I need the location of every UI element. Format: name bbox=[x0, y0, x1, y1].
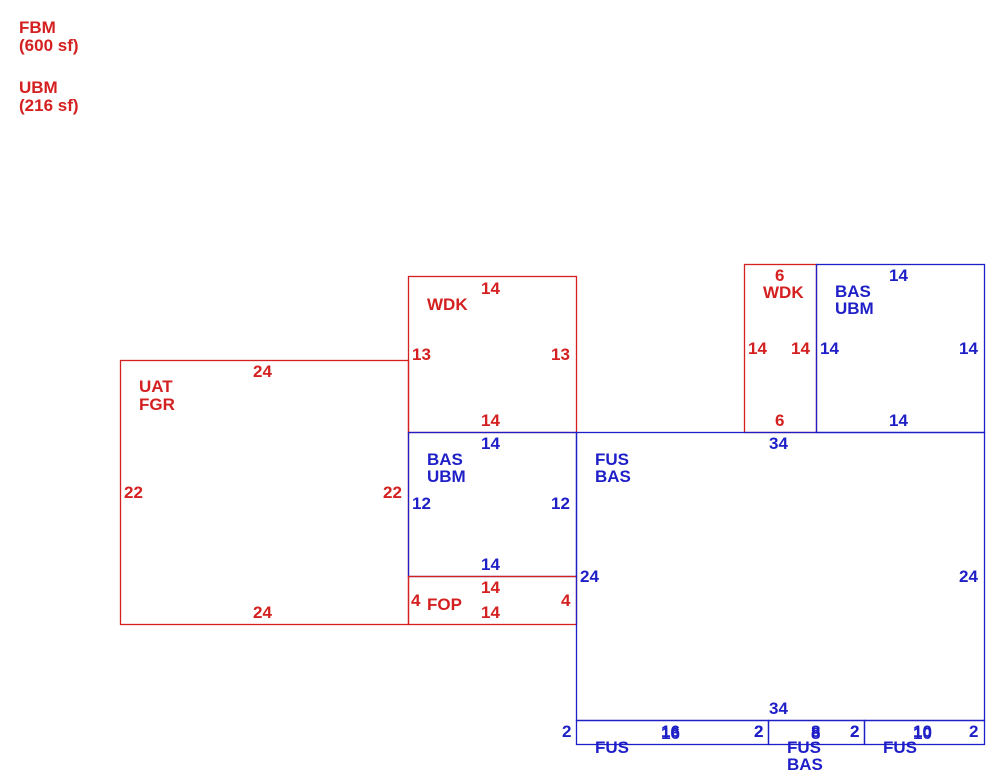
area-label: WDK bbox=[763, 283, 804, 302]
dimension-bottom: 14 bbox=[481, 411, 500, 430]
area-legend: FBM (600 sf) UBM (216 sf) bbox=[19, 18, 79, 115]
area-label: FUS bbox=[787, 738, 821, 757]
area-label: FOP bbox=[427, 595, 462, 614]
area-label: FUS bbox=[883, 738, 917, 757]
dimension-right: 2 bbox=[850, 722, 859, 741]
dimension-left: 13 bbox=[412, 345, 431, 364]
dimension-left: 2 bbox=[754, 722, 763, 741]
dimension-right: 13 bbox=[551, 345, 570, 364]
dimension-right: 2 bbox=[754, 722, 763, 741]
dimension-left: 2 bbox=[562, 722, 571, 741]
dimension-left: 24 bbox=[580, 567, 599, 586]
dimension-top: 14 bbox=[889, 266, 908, 285]
dimension-bottom: 8 bbox=[811, 724, 820, 743]
area-label: FGR bbox=[139, 395, 175, 414]
dimension-top: 14 bbox=[481, 578, 500, 597]
area-label: UAT bbox=[139, 377, 173, 396]
dimension-top: 24 bbox=[253, 362, 272, 381]
dimension-bottom: 14 bbox=[481, 555, 500, 574]
dimension-left: 22 bbox=[124, 483, 143, 502]
area-label: BAS bbox=[787, 755, 823, 771]
area-label: BAS bbox=[427, 450, 463, 469]
dimension-left: 14 bbox=[748, 339, 767, 358]
area-label: BAS bbox=[595, 467, 631, 486]
area-bas-ubm-left: BAS UBM 14 14 12 12 bbox=[407, 431, 578, 578]
dimension-top: 10 bbox=[913, 722, 932, 741]
dimension-bottom: 6 bbox=[775, 411, 784, 430]
area-label: FUS bbox=[595, 450, 629, 469]
dimension-left: 14 bbox=[820, 339, 839, 358]
dimension-left: 2 bbox=[850, 722, 859, 741]
area-bas-ubm-right: BAS UBM 14 14 14 14 bbox=[815, 263, 986, 434]
legend-code-fbm: FBM bbox=[19, 18, 56, 37]
legend-code-ubm: UBM bbox=[19, 78, 58, 97]
legend-area-fbm: (600 sf) bbox=[19, 36, 79, 55]
area-label: WDK bbox=[427, 295, 468, 314]
area-wdk-right: WDK 6 6 14 14 bbox=[743, 263, 818, 434]
area-fus-bas-main-outline bbox=[575, 431, 986, 722]
dimension-right: 24 bbox=[959, 567, 978, 586]
dimension-top: 6 bbox=[775, 266, 784, 285]
area-fop: FOP 14 14 4 4 bbox=[407, 575, 578, 626]
dimension-bottom: 24 bbox=[253, 603, 272, 622]
area-fus-bas-strip-2: FUS BAS 8 8 2 2 bbox=[754, 719, 866, 771]
dimension-right: 12 bbox=[551, 494, 570, 513]
dimension-bottom: 10 bbox=[913, 724, 932, 743]
dimension-right: 14 bbox=[959, 339, 978, 358]
legend-area-ubm: (216 sf) bbox=[19, 96, 79, 115]
area-label: FUS bbox=[595, 738, 629, 757]
area-label: BAS bbox=[835, 282, 871, 301]
dimension-bottom: 34 bbox=[769, 699, 788, 718]
dimension-left: 4 bbox=[411, 591, 421, 610]
dimension-bottom: 16 bbox=[661, 724, 680, 743]
dimension-top: 14 bbox=[481, 279, 500, 298]
dimension-right: 14 bbox=[791, 339, 810, 358]
area-fus-bas-main: FUS BAS 34 34 24 24 bbox=[575, 431, 986, 722]
dimension-left: 12 bbox=[412, 494, 431, 513]
dimension-right: 2 bbox=[969, 722, 978, 741]
dimension-right: 22 bbox=[383, 483, 402, 502]
dimension-top: 34 bbox=[769, 434, 788, 453]
area-wdk-left: WDK 14 14 13 13 bbox=[407, 275, 578, 434]
area-fus-strip-3-outline bbox=[863, 719, 986, 746]
dimension-right: 4 bbox=[561, 591, 571, 610]
area-uat-fgr: UAT FGR 24 24 22 22 bbox=[119, 359, 410, 626]
area-fus-strip-1: FUS 16 16 2 2 bbox=[562, 719, 770, 757]
dimension-bottom: 14 bbox=[889, 411, 908, 430]
area-label: UBM bbox=[427, 467, 466, 486]
dimension-top: 16 bbox=[661, 722, 680, 741]
dimension-bottom: 14 bbox=[481, 603, 500, 622]
dimension-top: 8 bbox=[811, 722, 820, 741]
area-label: UBM bbox=[835, 299, 874, 318]
area-fus-strip-3: FUS 10 10 2 2 bbox=[850, 719, 986, 757]
dimension-top: 14 bbox=[481, 434, 500, 453]
